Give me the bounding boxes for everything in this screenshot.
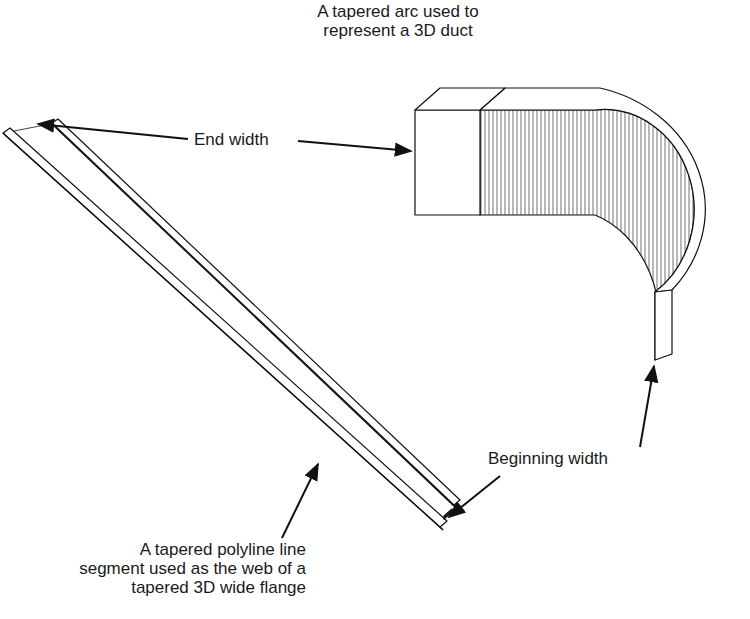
flange-edge — [454, 505, 457, 509]
duct — [415, 88, 705, 360]
duct-top — [480, 88, 705, 292]
duct-begin-face — [655, 290, 672, 360]
leader-line — [449, 476, 500, 517]
flange-edge — [55, 127, 457, 509]
leader-line — [282, 464, 318, 538]
duct-end-top — [415, 88, 505, 110]
leader-line — [640, 366, 654, 447]
leaders — [38, 124, 654, 538]
flange-edge — [6, 136, 443, 530]
flange-edge — [440, 527, 443, 530]
flange-edge — [3, 133, 6, 136]
leader-line — [298, 141, 411, 151]
flange — [3, 128, 447, 527]
duct-end-face — [415, 110, 480, 215]
flange — [52, 119, 460, 505]
callout-label: Beginning width — [486, 449, 610, 468]
callout-title: A tapered arc used to represent a 3D duc… — [296, 2, 500, 40]
wide-flange-beam — [3, 119, 460, 530]
web-end — [444, 509, 452, 519]
callout-label: A tapered polyline line segment used as … — [68, 540, 308, 597]
callout-label: End width — [192, 130, 271, 149]
duct-wall — [480, 109, 694, 360]
leader-line — [38, 124, 188, 139]
